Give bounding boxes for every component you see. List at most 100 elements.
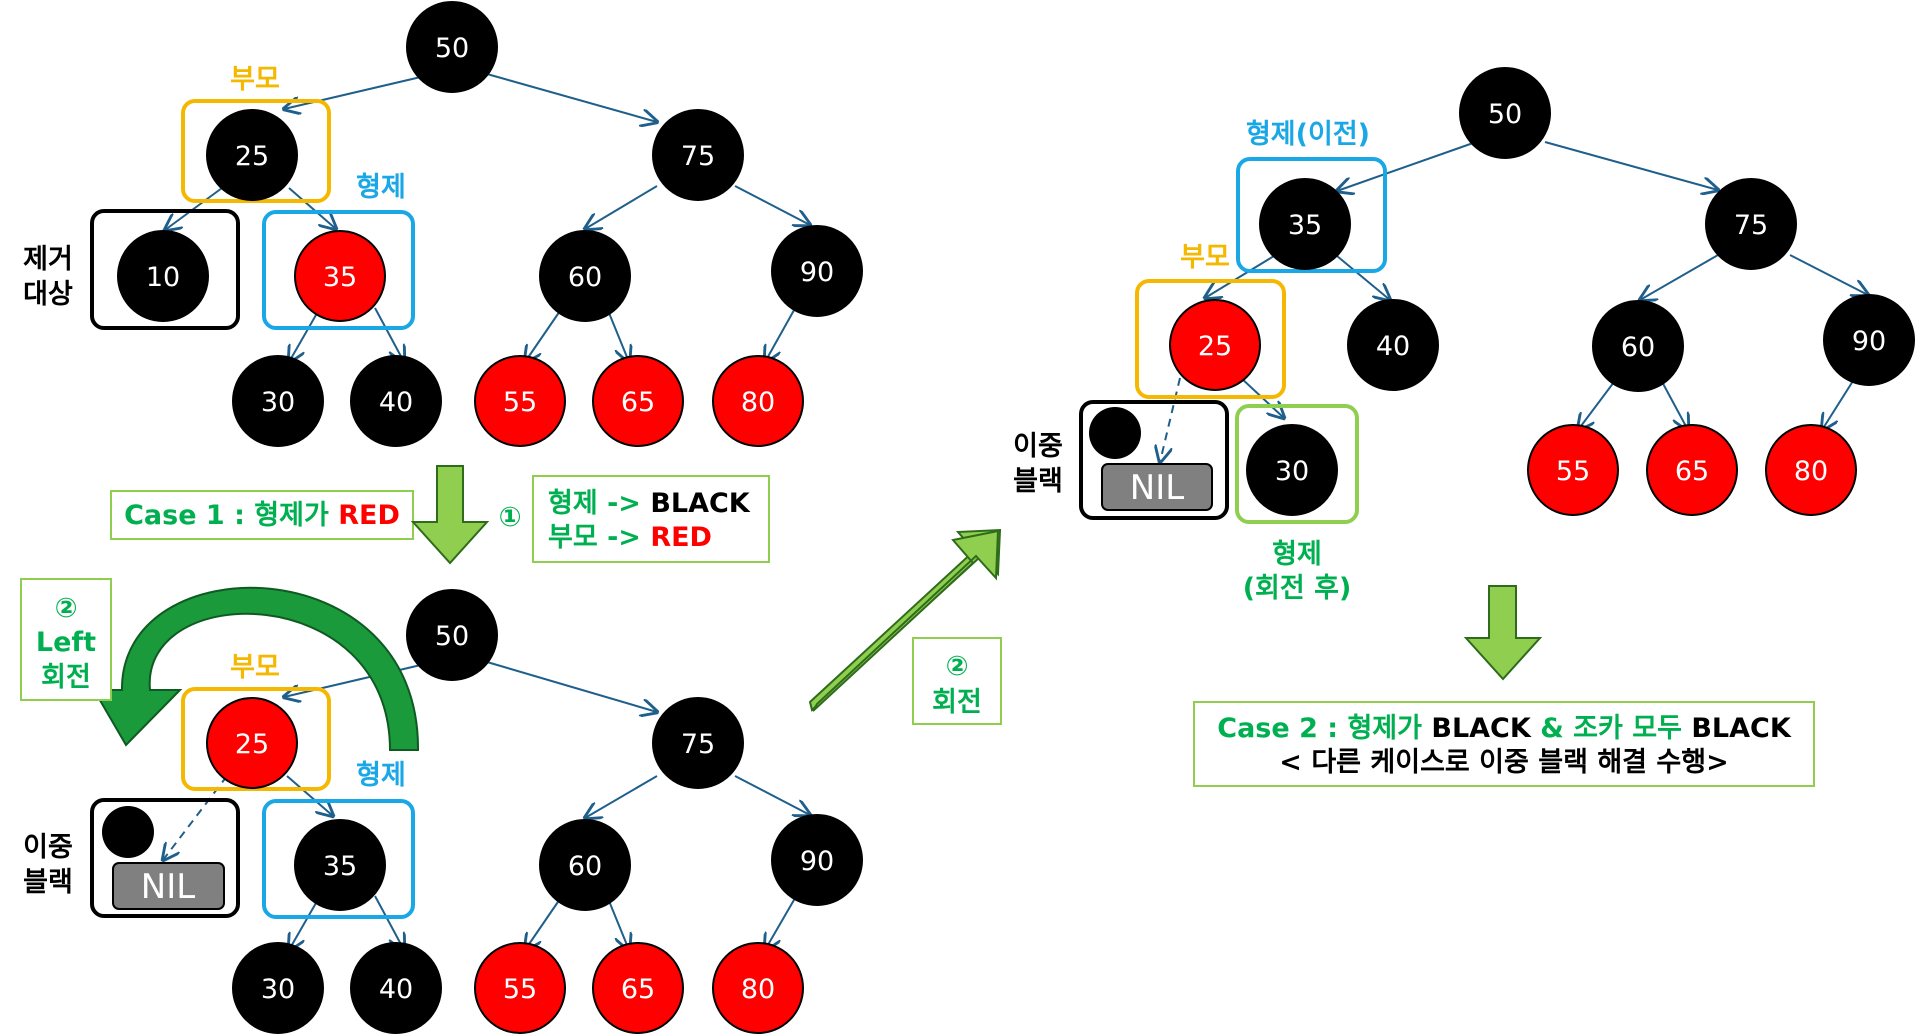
tree-node-65: 65 bbox=[592, 942, 684, 1034]
tree-node-40: 40 bbox=[350, 942, 442, 1034]
tree-2-sibling-label: 형제 bbox=[356, 760, 406, 791]
tree-node-key: 30 bbox=[261, 974, 295, 1005]
tree-node-90: 90 bbox=[1823, 294, 1915, 386]
left-rotate-frame bbox=[20, 578, 112, 701]
tree-node-40: 40 bbox=[350, 355, 442, 447]
tree-3-double-black-label-line2: 블랙 bbox=[1013, 466, 1063, 497]
tree-node-circle bbox=[1347, 299, 1439, 391]
tree-node-circle bbox=[1823, 294, 1915, 386]
edge-2-90-80 bbox=[765, 892, 799, 950]
tree-node-30: 30 bbox=[232, 942, 324, 1034]
tree-node-60: 60 bbox=[539, 819, 631, 911]
tree-node-55: 55 bbox=[1527, 424, 1619, 516]
tree-3-sibling-after-label-line2: (회전 후) bbox=[1243, 573, 1352, 604]
tree-2-nodes: 50 25 75 35 60 90 30 40 55 65 80 bbox=[206, 589, 863, 1034]
tree-3-nil-text: NIL bbox=[1130, 468, 1184, 508]
tree-2-parent-label: 부모 bbox=[230, 652, 280, 683]
tree-node-key: 30 bbox=[1275, 456, 1309, 487]
tree-node-75: 75 bbox=[652, 109, 744, 201]
tree-2-parent-box bbox=[181, 687, 331, 791]
tree-node-50: 50 bbox=[406, 589, 498, 681]
edge-50-75 bbox=[486, 73, 657, 122]
tree-node-key: 90 bbox=[1852, 326, 1886, 357]
edge-2-25-35 bbox=[286, 775, 333, 816]
tree-node-circle bbox=[1646, 424, 1738, 516]
case-2-line1: Case 2 : 형제가 BLACK & 조카 모두 BLACK bbox=[1217, 713, 1792, 744]
tree-node-circle bbox=[232, 942, 324, 1034]
tree-2-nil-text: NIL bbox=[141, 867, 195, 907]
tree-node-key: 80 bbox=[1794, 456, 1828, 487]
tree-node-50: 50 bbox=[406, 1, 498, 93]
tree-node-circle bbox=[539, 819, 631, 911]
tree-node-key: 60 bbox=[568, 262, 602, 293]
tree-node-circle bbox=[539, 230, 631, 322]
tree-2-double-black-dot bbox=[102, 806, 154, 858]
step-1-line2-value: RED bbox=[650, 522, 712, 553]
tree-node-circle bbox=[1169, 299, 1261, 391]
tree-node-circle bbox=[592, 355, 684, 447]
tree-3-nil-leaf bbox=[1101, 463, 1213, 511]
case-1-red-word: RED bbox=[338, 500, 400, 531]
tree-1-target-label-line1: 제거 bbox=[23, 244, 73, 275]
tree-node-30: 30 bbox=[1246, 424, 1338, 516]
tree-node-key: 35 bbox=[323, 262, 357, 293]
tree-node-key: 35 bbox=[323, 851, 357, 882]
tree-node-60: 60 bbox=[1592, 300, 1684, 392]
tree-node-25: 25 bbox=[206, 109, 298, 201]
tree-node-circle bbox=[1259, 178, 1351, 270]
tree-node-75: 75 bbox=[652, 697, 744, 789]
tree-node-circle bbox=[652, 697, 744, 789]
tree-3-parent-label: 부모 bbox=[1180, 242, 1230, 273]
tree-node-circle bbox=[206, 697, 298, 789]
tree-node-key: 25 bbox=[235, 729, 269, 760]
tree-node-circle bbox=[294, 819, 386, 911]
down-arrow-1 bbox=[410, 465, 490, 565]
tree-node-35: 35 bbox=[294, 230, 386, 322]
edge-3-75-90 bbox=[1789, 254, 1868, 295]
tree-node-key: 50 bbox=[435, 621, 469, 652]
tree-node-circle bbox=[1246, 424, 1338, 516]
tree-1-edges bbox=[165, 73, 810, 362]
tree-node-circle bbox=[294, 230, 386, 322]
tree-node-55: 55 bbox=[474, 942, 566, 1034]
tree-3-sibling-before-label: 형제(이전) bbox=[1246, 119, 1370, 150]
tree-node-circle bbox=[206, 109, 298, 201]
tree-node-10: 10 bbox=[117, 230, 209, 322]
tree-node-circle bbox=[474, 942, 566, 1034]
case-2-p4: 조카 모두 bbox=[1573, 713, 1682, 744]
tree-1-sibling-box bbox=[262, 210, 415, 330]
case-1-prefix: Case 1 : 형제가 bbox=[124, 500, 338, 531]
case-2-frame bbox=[1193, 701, 1815, 787]
tree-node-circle bbox=[712, 942, 804, 1034]
step-1-line2-prefix: 부모 -> bbox=[548, 522, 650, 553]
case-2-p1: Case 2 : 형제가 bbox=[1217, 713, 1431, 744]
tree-node-circle bbox=[232, 355, 324, 447]
tree-1-sibling-label: 형제 bbox=[356, 172, 406, 203]
case-1-text: Case 1 : 형제가 RED bbox=[124, 500, 400, 531]
edge-3-25-nil bbox=[1160, 377, 1181, 462]
tree-node-circle bbox=[350, 355, 442, 447]
case-1-box: Case 1 : 형제가 RED bbox=[110, 490, 414, 540]
tree-node-circle bbox=[1705, 178, 1797, 270]
edge-2-50-75 bbox=[486, 661, 657, 712]
tree-node-circle bbox=[592, 942, 684, 1034]
tree-node-circle bbox=[474, 355, 566, 447]
left-rotate-line3: 회전 bbox=[41, 662, 91, 693]
tree-3-sibling-before-box bbox=[1236, 157, 1387, 273]
tree-node-circle bbox=[1592, 300, 1684, 392]
case-2-line2: < 다른 케이스로 이중 블랙 해결 수행> bbox=[1279, 747, 1728, 778]
case-2-box: Case 2 : 형제가 BLACK & 조카 모두 BLACK < 다른 케이… bbox=[1193, 701, 1815, 787]
tree-1-parent-box bbox=[181, 99, 331, 203]
left-rotate-line2: Left bbox=[36, 627, 96, 658]
tree-node-key: 90 bbox=[800, 257, 834, 288]
tree-node-key: 65 bbox=[1675, 456, 1709, 487]
tree-node-80: 80 bbox=[712, 942, 804, 1034]
tree-node-key: 90 bbox=[800, 846, 834, 877]
tree-node-key: 25 bbox=[235, 141, 269, 172]
tree-node-circle bbox=[771, 225, 863, 317]
tree-node-35: 35 bbox=[294, 819, 386, 911]
step-1-line1-value: BLACK bbox=[650, 488, 750, 519]
